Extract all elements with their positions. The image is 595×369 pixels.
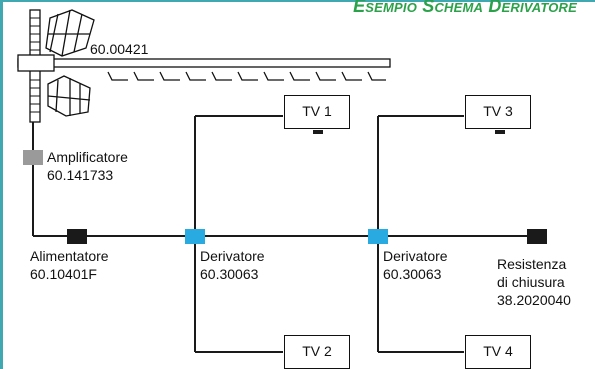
terminator-block (527, 229, 547, 244)
tv-4-label: TV 4 (483, 343, 513, 359)
amplifier-code: 60.141733 (47, 167, 114, 183)
antenna-code: 60.00421 (90, 41, 149, 57)
splitter-1-name: Derivatore (200, 248, 265, 264)
splitter-2-block (368, 229, 388, 244)
terminator-code: 38.2020040 (497, 292, 571, 308)
frame-border-left (0, 0, 3, 369)
amplifier-name: Amplificatore (47, 149, 128, 165)
cable-lines (32, 115, 540, 353)
power-supply-name: Alimentatore (30, 248, 109, 264)
tv-1: TV 1 (284, 95, 350, 129)
splitter-2-code: 60.30063 (383, 266, 442, 282)
tv-4: TV 4 (465, 335, 531, 369)
tv-2-label: TV 2 (302, 343, 332, 359)
terminator-name-1: Resistenza (497, 256, 567, 272)
tv-3: TV 3 (465, 95, 531, 129)
terminator-name-2: di chiusura (497, 274, 565, 290)
diagram-title: Esempio Schema Derivatore (353, 0, 577, 16)
tv-1-label: TV 1 (302, 103, 332, 119)
power-supply-block (67, 229, 87, 244)
splitter-1-block (185, 229, 205, 244)
frame-border-top (0, 0, 595, 2)
amplifier-block (23, 150, 43, 165)
tv-2: TV 2 (284, 335, 350, 369)
splitter-2-name: Derivatore (383, 248, 448, 264)
splitter-1-code: 60.30063 (200, 266, 259, 282)
tv-stands (313, 130, 505, 134)
power-supply-code: 60.10401F (30, 266, 97, 282)
antenna-icon (17, 9, 391, 123)
tv-3-label: TV 3 (483, 103, 513, 119)
